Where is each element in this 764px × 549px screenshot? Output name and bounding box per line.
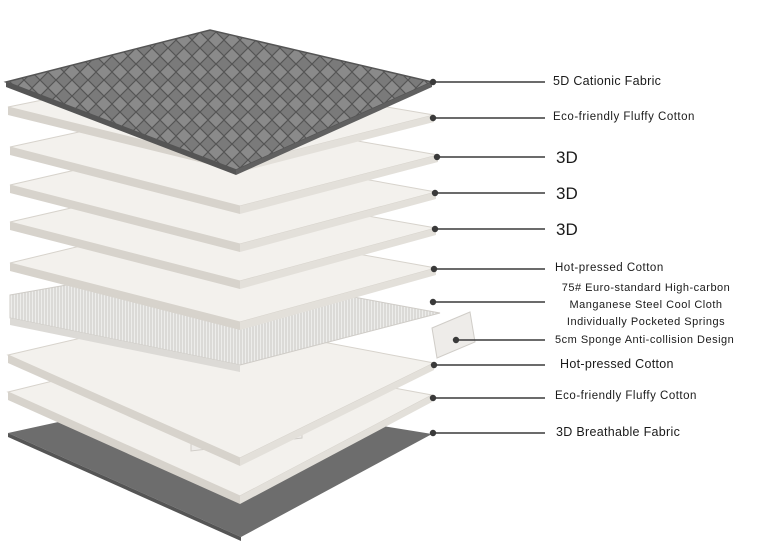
label-eco-cotton-top: Eco-friendly Fluffy Cotton <box>553 111 695 123</box>
label-eco-cotton-bottom: Eco-friendly Fluffy Cotton <box>555 390 697 402</box>
label-3d-b: 3D <box>556 184 578 203</box>
label-pocketed-springs-line-3: Individually Pocketed Springs <box>566 316 726 328</box>
sponge-block-side <box>431 311 476 359</box>
label-3d-c: 3D <box>556 220 578 239</box>
label-pocketed-springs-line-2: Manganese Steel Cool Cloth <box>569 299 723 311</box>
label-hot-pressed-cotton-upper: Hot-pressed Cotton <box>555 262 664 274</box>
label-sponge-anti-collision: 5cm Sponge Anti-collision Design <box>555 334 735 346</box>
layer-hot-pressed-cotton-lower <box>6 314 436 466</box>
label-hot-pressed-cotton-lower: Hot-pressed Cotton <box>560 357 674 371</box>
label-5d-cationic-fabric: 5D Cationic Fabric <box>553 74 662 88</box>
leader-lines <box>429 78 545 437</box>
label-3d-a: 3D <box>556 148 578 167</box>
label-pocketed-springs-line-1: 75# Euro-standard High-carbon <box>561 282 731 294</box>
layer-5d-cationic-fabric <box>3 29 435 175</box>
label-3d-breathable-fabric: 3D Breathable Fabric <box>556 425 681 439</box>
label-pocketed-springs: 75# Euro-standard High-carbon Manganese … <box>548 280 744 331</box>
